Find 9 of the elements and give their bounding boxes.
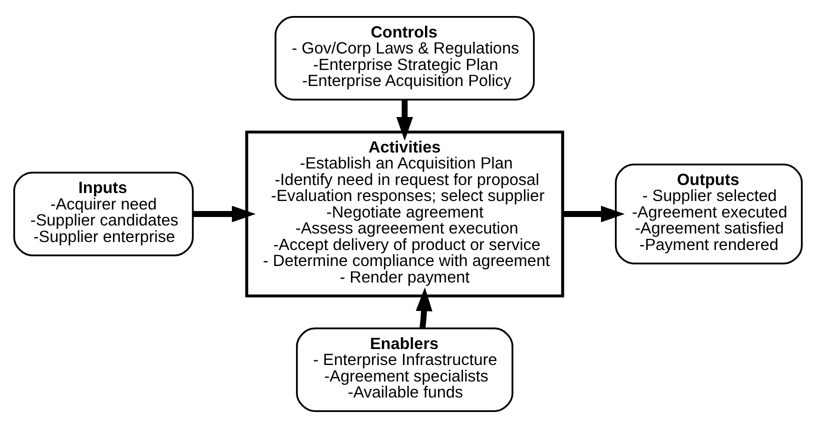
- node-box: Enablers - Enterprise Infrastructure -Agreement specialists -Available funds: [296, 327, 514, 412]
- node-box: Activities -Establish an Acquisition Plan -Identify need in request for proposal -Evaluation responses; select supplier -Negotiate agreement -Assess agreeement execution -Accept delivery of product or service - Determine compliance with agreement - Render payment: [245, 130, 564, 297]
- arrow: [192, 205, 256, 222]
- node-box: Inputs -Acquirer need -Supplier candidates -Supplier enterprise: [13, 171, 194, 256]
- arrow: [396, 99, 413, 140]
- arrow: [416, 286, 432, 328]
- node-box: Controls - Gov/Corp Laws & Regulations -Enterprise Strategic Plan -Enterprise Acquisition Policy: [274, 16, 535, 100]
- node-box: Outputs - Supplier selected -Agreement executed -Agreement satisfied -Payment rendered: [614, 163, 803, 264]
- arrow: [562, 205, 625, 222]
